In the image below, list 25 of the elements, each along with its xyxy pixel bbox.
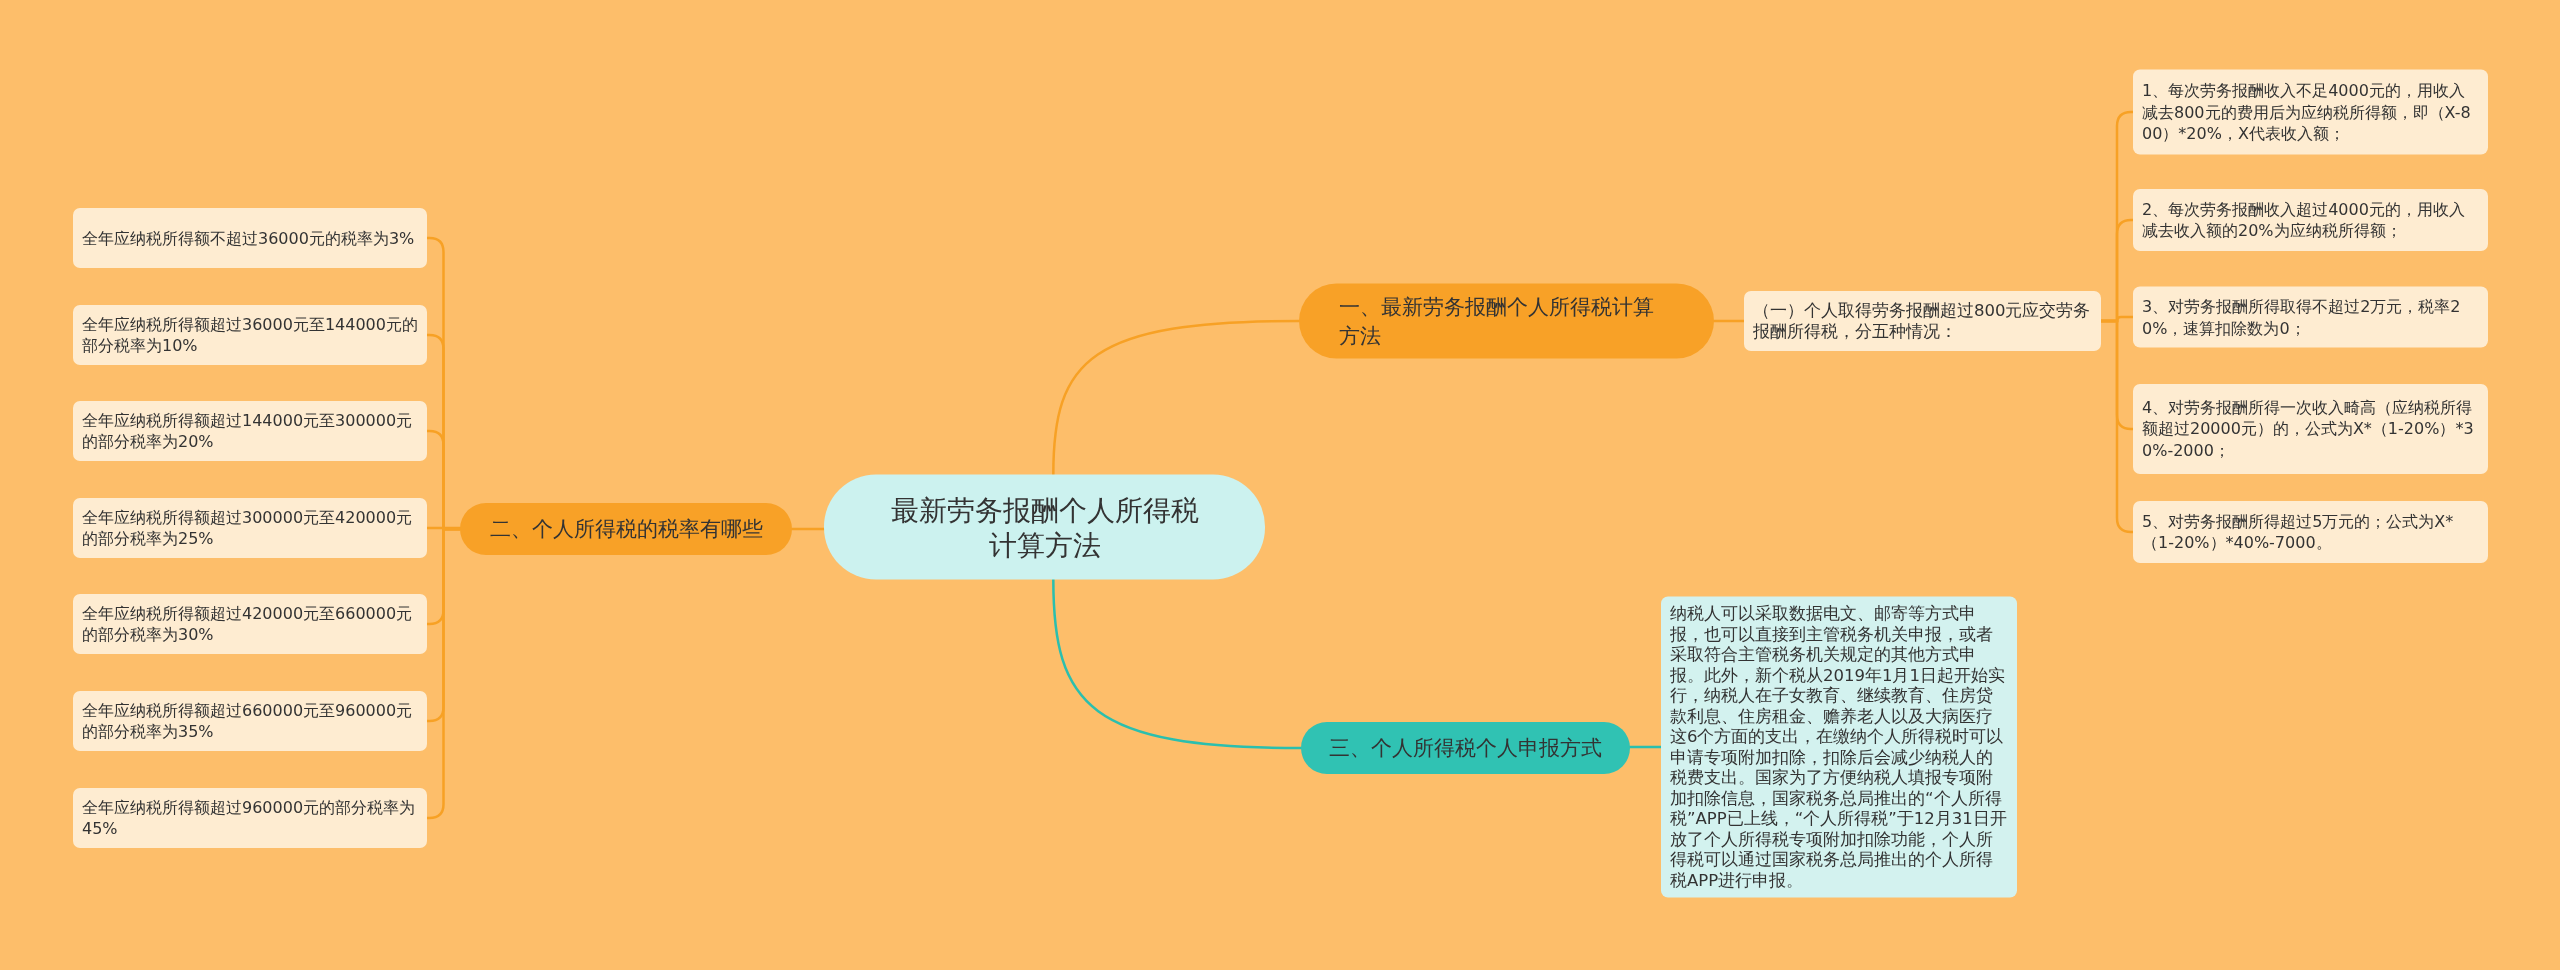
leaf-topic: 全年应纳税所得额超过960000元的部分税率为45% [73, 788, 427, 848]
leaf-topic: 全年应纳税所得额超过144000元至300000元的部分税率为20% [73, 401, 427, 461]
connector-line [1712, 319, 1746, 323]
leaf-topic: 纳税人可以采取数据电文、邮寄等方式申报，也可以直接到主管税务机关申报，或者采取符合主管税务机关规定的其他方式申报。此外，新个税从2019年1月1日起开始实行，纳税人在子女教育、继续教育、住房贷款利息、住房租金、赡养老人以及大病医疗这6个方面的支出，在缴纳个人所得税时可以申请专项附加扣除，扣除后会减少纳税人的税费支出。国家为了方便纳税人填报专项附加扣除信息，国家税务总局推出的“个人所得税”APP已上线，“个人所得税”于12月31日开放了个人所得税专项附加扣除功能，个人所得税可以通过国家税务总局推出的个人所得税APP进行申报。 [1661, 596, 2017, 898]
leaf-topic: 全年应纳税所得额超过300000元至420000元的部分税率为25% [73, 498, 427, 558]
leaf-topic: 全年应纳税所得额超过36000元至144000元的部分税率为10% [73, 305, 427, 365]
subtopic: （一）个人取得劳务报酬超过800元应交劳务报酬所得税，分五种情况： [1744, 291, 2101, 351]
connector-line [1052, 578, 1303, 750]
central-topic: 最新劳务报酬个人所得税计算方法 [824, 474, 1265, 580]
connector-line [1628, 745, 1663, 749]
branch-topic: 一、最新劳务报酬个人所得税计算方法 [1299, 283, 1714, 359]
leaf-topic: 3、对劳务报酬所得取得不超过2万元，税率20%，速算扣除数为0； [2133, 286, 2488, 348]
leaf-topic: 全年应纳税所得额超过420000元至660000元的部分税率为30% [73, 594, 427, 654]
leaf-topic: 1、每次劳务报酬收入不足4000元的，用收入减去800元的费用后为应纳税所得额，即（X-800）*20%，X代表收入额； [2133, 69, 2488, 155]
leaf-topic: 4、对劳务报酬所得一次收入畸高（应纳税所得额超过20000元）的，公式为X*（1-20%）*30%-2000； [2133, 384, 2488, 474]
leaf-topic: 5、对劳务报酬所得超过5万元的；公式为X*（1-20%）*40%-7000。 [2133, 501, 2488, 563]
branch-topic: 三、个人所得税个人申报方式 [1301, 722, 1630, 774]
branch-topic: 二、个人所得税的税率有哪些 [460, 503, 792, 555]
connector-line [2099, 319, 2135, 534]
connector-line [1052, 319, 1301, 476]
leaf-topic: 2、每次劳务报酬收入超过4000元的，用收入减去收入额的20%为应纳税所得额； [2133, 189, 2488, 251]
connector-line [425, 526, 462, 530]
connector-line [790, 527, 826, 531]
leaf-topic: 全年应纳税所得额不超过36000元的税率为3% [73, 208, 427, 268]
leaf-topic: 全年应纳税所得额超过660000元至960000元的部分税率为35% [73, 691, 427, 751]
